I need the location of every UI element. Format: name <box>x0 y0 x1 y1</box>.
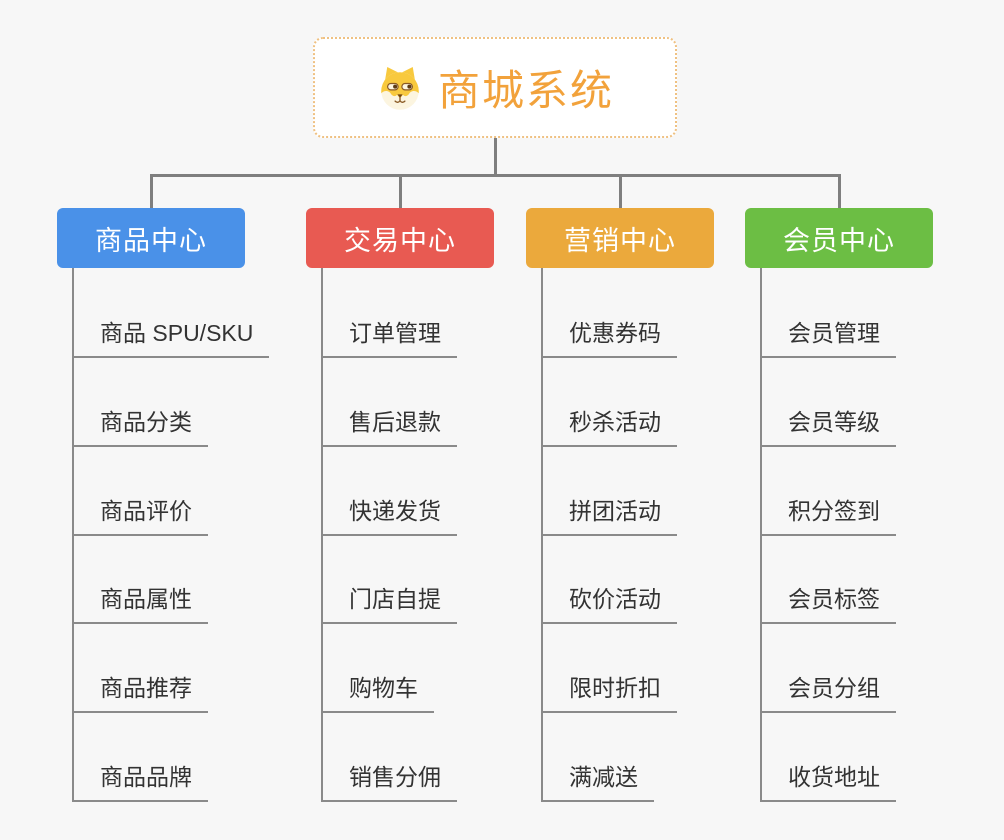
root-label: 商城系统 <box>437 67 614 114</box>
leaf-label: 限时折扣 <box>541 669 677 713</box>
leaf-item[interactable]: 销售分佣 <box>321 758 457 802</box>
root-connector-line <box>493 138 497 174</box>
dog-nose <box>397 93 403 98</box>
leaf-label: 订单管理 <box>321 314 457 358</box>
shiba-dog-icon <box>381 66 419 110</box>
branch-label: 会员中心 <box>783 225 895 256</box>
leaf-label: 商品品牌 <box>72 758 208 802</box>
leaf-item[interactable]: 会员管理 <box>760 314 896 358</box>
branch-label: 营销中心 <box>564 225 676 256</box>
leaf-label: 门店自提 <box>321 580 457 624</box>
leaf-item[interactable]: 会员标签 <box>760 580 896 624</box>
leaf-item[interactable]: 会员等级 <box>760 403 896 447</box>
leaf-item[interactable]: 砍价活动 <box>541 580 677 624</box>
leaf-label: 收货地址 <box>760 758 896 802</box>
branch-node-2[interactable]: 交易中心 <box>306 208 494 268</box>
leaf-item[interactable]: 会员分组 <box>760 669 896 713</box>
leaf-item[interactable]: 商品评价 <box>72 492 208 536</box>
leaf-item[interactable]: 积分签到 <box>760 492 896 536</box>
connector-rail-line <box>149 174 841 177</box>
leaf-label: 商品 SPU/SKU <box>72 314 270 358</box>
leaf-label: 会员管理 <box>760 314 896 358</box>
leaf-item[interactable]: 秒杀活动 <box>541 403 677 447</box>
leaf-label: 砍价活动 <box>541 580 677 624</box>
branch-node-4[interactable]: 会员中心 <box>745 208 933 268</box>
leaf-label: 商品分类 <box>72 403 208 447</box>
leaf-item[interactable]: 满减送 <box>541 758 654 802</box>
leaf-label: 秒杀活动 <box>541 403 677 447</box>
leaf-item[interactable]: 商品属性 <box>72 580 208 624</box>
leaf-label: 商品评价 <box>72 492 208 536</box>
leaf-label: 积分签到 <box>760 492 896 536</box>
connector-drop-line <box>837 174 841 208</box>
leaf-item[interactable]: 快递发货 <box>321 492 457 536</box>
root-node[interactable]: 商城系统 <box>313 37 677 138</box>
leaf-label: 会员标签 <box>760 580 896 624</box>
leaf-label: 快递发货 <box>321 492 457 536</box>
leaf-label: 会员等级 <box>760 403 896 447</box>
leaf-label: 商品推荐 <box>72 669 208 713</box>
branch-node-3[interactable]: 营销中心 <box>526 208 714 268</box>
dog-mouth <box>394 96 406 103</box>
leaf-item[interactable]: 购物车 <box>321 669 434 713</box>
leaf-item[interactable]: 门店自提 <box>321 580 457 624</box>
connector-drop-line <box>149 174 153 208</box>
leaf-label: 购物车 <box>321 669 434 713</box>
leaf-item[interactable]: 商品分类 <box>72 403 208 447</box>
dog-fur-top <box>381 71 419 98</box>
leaf-item[interactable]: 订单管理 <box>321 314 457 358</box>
leaf-item[interactable]: 拼团活动 <box>541 492 677 536</box>
leaf-label: 售后退款 <box>321 403 457 447</box>
connector-drop-line <box>398 174 402 208</box>
leaf-label: 优惠券码 <box>541 314 677 358</box>
leaf-item[interactable]: 商品品牌 <box>72 758 208 802</box>
branch-node-1[interactable]: 商品中心 <box>57 208 245 268</box>
leaf-item[interactable]: 限时折扣 <box>541 669 677 713</box>
leaf-label: 满减送 <box>541 758 654 802</box>
leaf-item[interactable]: 商品推荐 <box>72 669 208 713</box>
leaf-item[interactable]: 收货地址 <box>760 758 896 802</box>
leaf-label: 商品属性 <box>72 580 208 624</box>
leaf-label: 拼团活动 <box>541 492 677 536</box>
leaf-label: 会员分组 <box>760 669 896 713</box>
branch-label: 商品中心 <box>95 225 207 256</box>
branch-label: 交易中心 <box>344 225 456 256</box>
leaf-item[interactable]: 商品 SPU/SKU <box>72 314 270 358</box>
connector-drop-line <box>618 174 622 208</box>
leaf-item[interactable]: 优惠券码 <box>541 314 677 358</box>
leaf-label: 销售分佣 <box>321 758 457 802</box>
leaf-item[interactable]: 售后退款 <box>321 403 457 447</box>
